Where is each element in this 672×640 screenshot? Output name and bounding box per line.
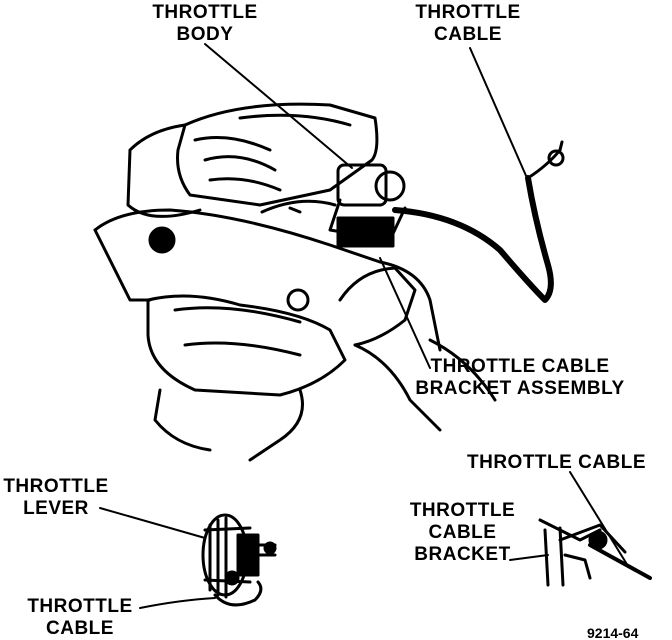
cable-bracket-detail [538, 518, 652, 587]
label-throttle-cable-top: THROTTLE CABLE [415, 2, 521, 45]
throttle-lever-detail [201, 513, 277, 607]
intake-plenum [126, 102, 379, 218]
label-cable-bracket: THROTTLE CABLE BRACKET [409, 500, 516, 565]
leader-throttle-lever [99, 507, 206, 539]
figure-code: 9214-64 [587, 625, 639, 640]
label-throttle-cable-right: THROTTLE CABLE [467, 452, 647, 473]
label-bracket-assembly: THROTTLE CABLE BRACKET ASSEMBLY [415, 356, 625, 399]
label-throttle-cable-bottom-left: THROTTLE CABLE [27, 596, 133, 639]
leader-cable-bracket [509, 554, 549, 561]
engine-block [93, 208, 497, 462]
leader-throttle-cable-left [139, 597, 216, 609]
label-throttle-lever: THROTTLE LEVER [3, 476, 109, 519]
leader-throttle-cable-right [569, 471, 629, 567]
leader-throttle-cable-top [469, 47, 528, 179]
throttle-cable-routing [392, 140, 565, 303]
leader-bracket-assembly [379, 257, 431, 369]
leader-throttle-body [204, 43, 353, 169]
throttle-body-part [328, 163, 407, 248]
linkage-rod [260, 199, 337, 214]
label-throttle-body: THROTTLE BODY [152, 2, 258, 45]
